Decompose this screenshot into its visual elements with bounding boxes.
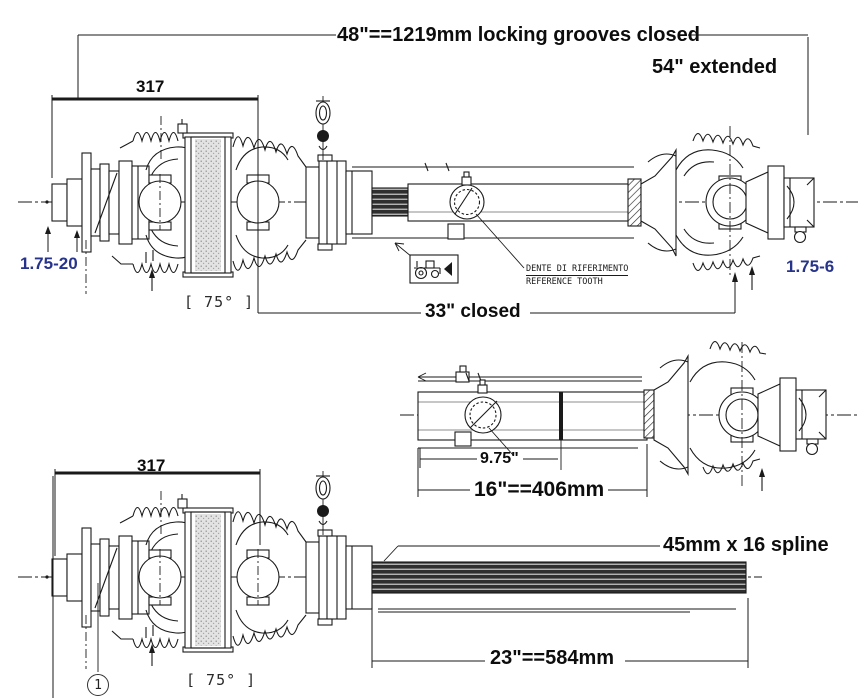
dim-spline-bar-length: 23"==584mm bbox=[490, 647, 615, 669]
reference-tooth-detail bbox=[447, 171, 485, 240]
label-right-spline: 1.75-6 bbox=[786, 257, 835, 276]
dim-hub-length-bottom: 317 bbox=[137, 456, 166, 475]
label-angle-top: [ 75° ] bbox=[184, 293, 255, 311]
label-angle-bottom: [ 75° ] bbox=[186, 671, 257, 689]
dim-overall-closed: 48"==1219mm locking grooves closed bbox=[337, 24, 700, 46]
dim-extended: 54" extended bbox=[652, 56, 778, 78]
dim-tube-length: 16"==406mm bbox=[474, 478, 605, 501]
middle-shaft-assembly bbox=[400, 340, 860, 491]
label-ref-tooth-en: REFERENCE TOOTH bbox=[526, 277, 603, 287]
bottom-shaft-assembly bbox=[18, 470, 762, 670]
label-spline-spec: 45mm x 16 spline bbox=[663, 534, 829, 556]
tractor-direction-icon bbox=[409, 254, 459, 284]
label-ref-tooth-it: DENTE DI RIFERIMENTO bbox=[526, 264, 629, 276]
callout-1-number: 1 bbox=[94, 678, 102, 693]
dim-tube-offset: 9.75" bbox=[480, 450, 519, 467]
dimension-lines bbox=[45, 34, 809, 698]
top-shaft-assembly bbox=[18, 95, 858, 295]
callout-1-balloon: 1 bbox=[87, 674, 109, 696]
top-shaft-tube bbox=[352, 147, 677, 257]
reference-tooth-detail-middle bbox=[454, 379, 514, 456]
spline-shaft-bar bbox=[371, 561, 747, 613]
dim-hub-length-top: 317 bbox=[136, 77, 165, 96]
label-left-spline: 1.75-20 bbox=[20, 254, 78, 273]
dim-closed-length: 33" closed bbox=[425, 301, 521, 322]
